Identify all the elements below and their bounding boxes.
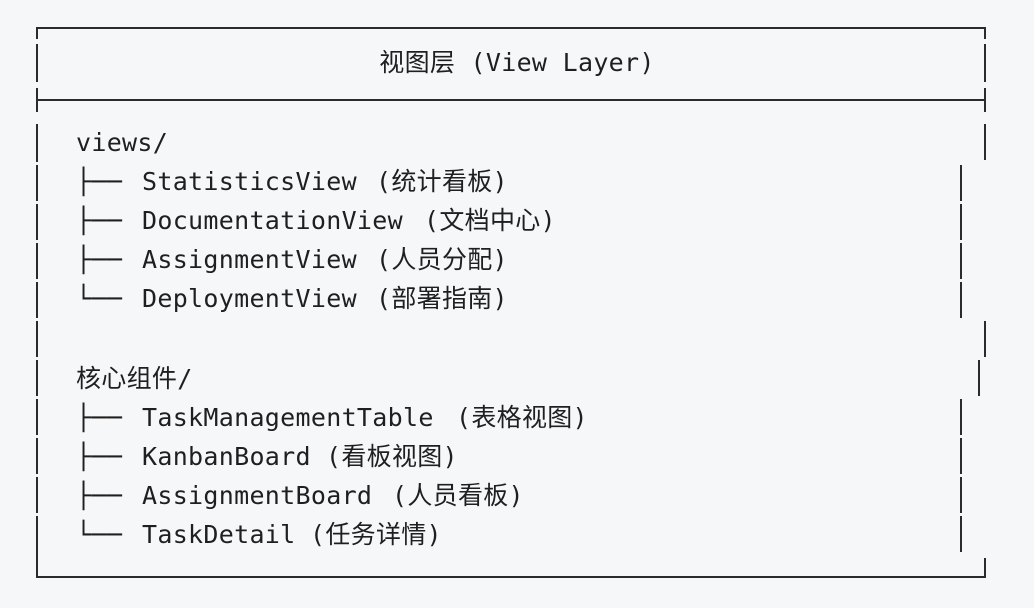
body-left-bar-4 — [36, 243, 38, 279]
component-desc: (表格视图) — [456, 403, 588, 432]
separator-right-tick — [984, 88, 986, 112]
tree-branch: └── — [76, 284, 123, 313]
component-desc: (人员分配) — [376, 245, 508, 274]
body-right-bar-9 — [960, 438, 962, 474]
component-name-task-management-table: TaskManagementTable — [142, 403, 434, 432]
body-right-bar-5 — [960, 282, 962, 318]
body-left-bar-7 — [36, 360, 38, 396]
layer-title: 视图层 (View Layer) — [379, 48, 655, 77]
header-separator — [36, 99, 986, 101]
box-top-edge — [36, 27, 986, 29]
body-left-bar-1 — [36, 124, 38, 162]
component-name-deployment-view: DeploymentView — [142, 284, 357, 313]
separator-left-tick — [36, 88, 38, 112]
tree-branch: ├── — [76, 245, 123, 274]
body-right-bar-10 — [960, 477, 962, 513]
body-right-bar-7 — [978, 360, 980, 396]
body-right-bar-11 — [960, 516, 962, 552]
tree-branch: ├── — [76, 206, 123, 235]
tree-branch: ├── — [76, 442, 123, 471]
component-desc: (部署指南) — [376, 284, 508, 313]
group-heading-core-components: 核心组件/ — [76, 364, 193, 393]
tree-branch: ├── — [76, 167, 123, 196]
tree-branch: └── — [76, 520, 123, 549]
box-bottom-edge — [36, 576, 986, 578]
body-left-bar-9 — [36, 438, 38, 474]
group-heading-views: views/ — [76, 128, 169, 157]
body-left-bar-5 — [36, 282, 38, 318]
component-name-statistics-view: StatisticsView — [142, 167, 357, 196]
body-right-bar-8 — [960, 399, 962, 435]
body-right-bar-12 — [984, 558, 986, 576]
body-right-bar-2 — [960, 165, 962, 201]
tree-branch: ├── — [76, 481, 123, 510]
box-top-right-tick — [984, 27, 986, 39]
body-left-bar-10 — [36, 477, 38, 513]
component-desc: (文档中心) — [424, 206, 556, 235]
component-desc: (看板视图) — [326, 442, 458, 471]
component-name-task-detail: TaskDetail — [142, 520, 296, 549]
box-top-left-tick — [36, 27, 38, 39]
component-name-kanban-board: KanbanBoard — [142, 442, 311, 471]
body-right-bar-4 — [960, 243, 962, 279]
component-name-documentation-view: DocumentationView — [142, 206, 403, 235]
body-right-bar-1 — [984, 124, 986, 160]
body-left-bar-6 — [36, 321, 38, 357]
component-name-assignment-view: AssignmentView — [142, 245, 357, 274]
tree-branch: ├── — [76, 403, 123, 432]
body-left-bar-2 — [36, 165, 38, 201]
header-right-bar — [984, 44, 986, 82]
body-right-bar-6 — [984, 321, 986, 357]
header-left-bar — [36, 44, 38, 82]
body-left-bar-3 — [36, 204, 38, 240]
component-desc: (人员看板) — [392, 481, 524, 510]
component-desc: (统计看板) — [376, 167, 508, 196]
body-right-bar-3 — [960, 204, 962, 240]
body-left-bar-11 — [36, 516, 38, 576]
body-left-bar-8 — [36, 399, 38, 435]
component-desc: (任务详情) — [310, 520, 442, 549]
component-name-assignment-board: AssignmentBoard — [142, 481, 373, 510]
